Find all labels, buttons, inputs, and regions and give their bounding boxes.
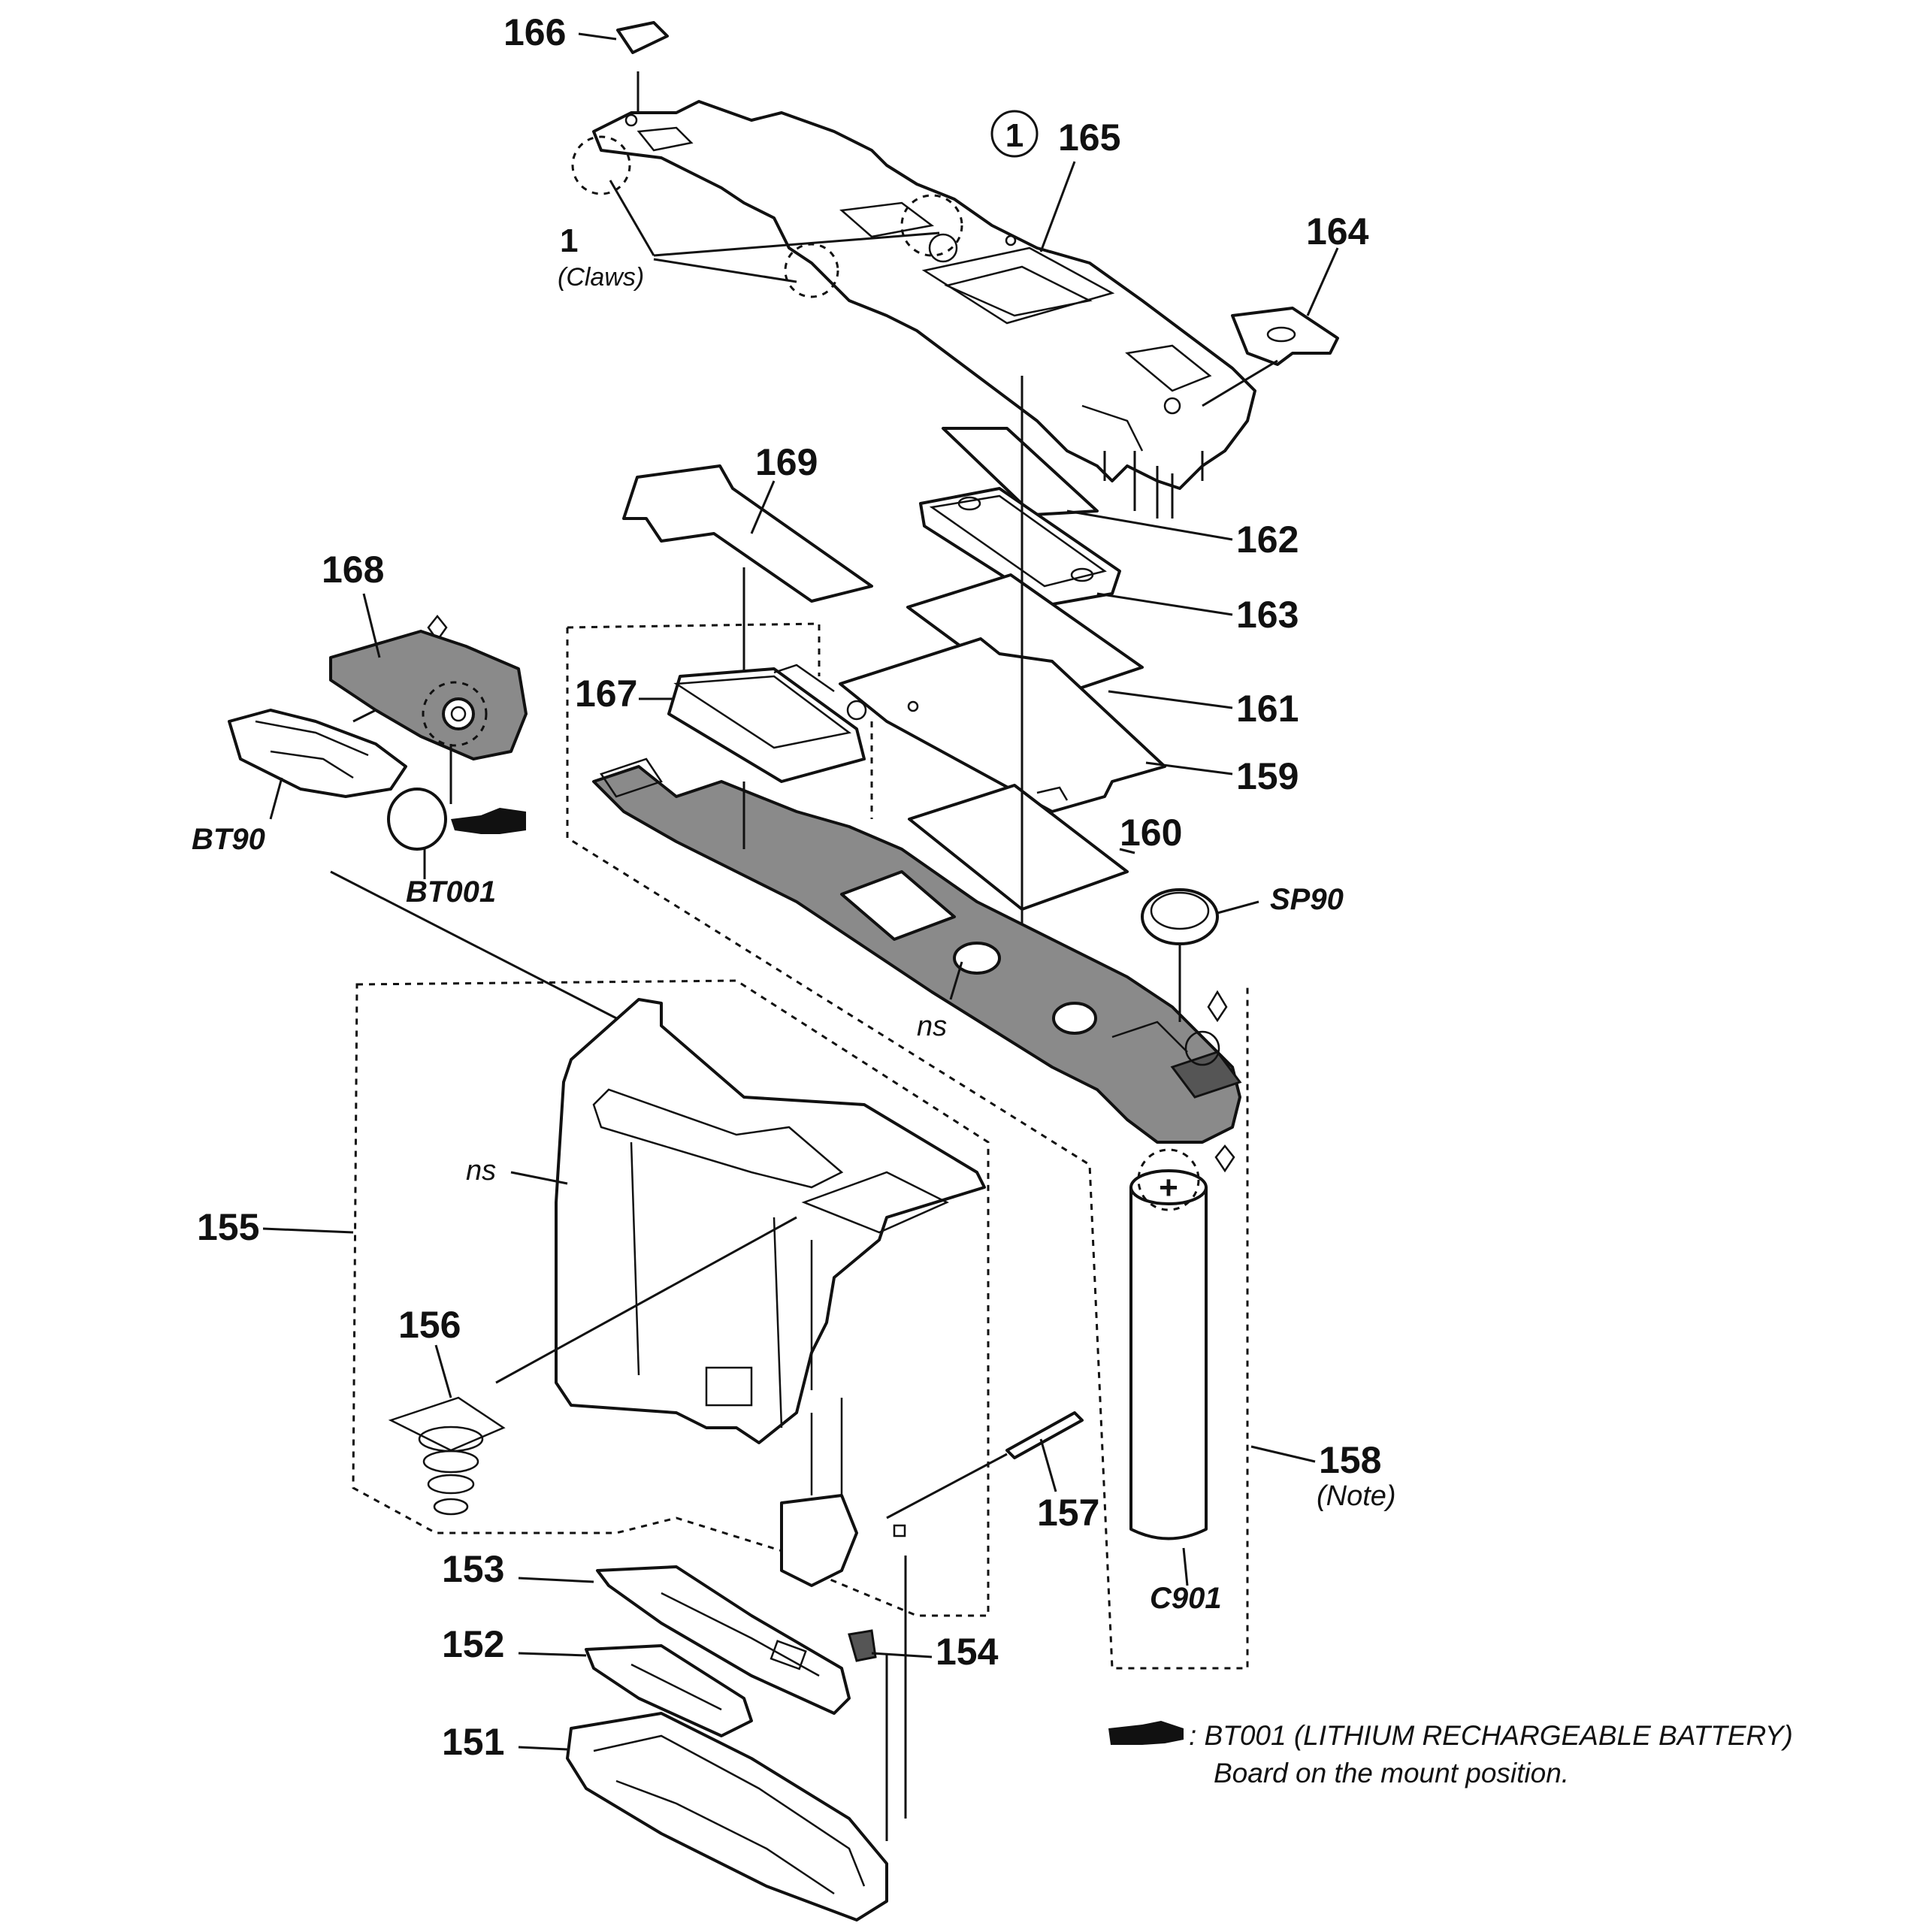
label-c901: C901 [1150,1582,1222,1615]
label-bt001: BT001 [406,875,496,909]
legend-line-1: : BT001 (LITHIUM RECHARGEABLE BATTERY) [1189,1720,1793,1751]
pointing-hand-icon [1108,1721,1184,1745]
callout-162: 162 [1236,519,1299,561]
callout-157: 157 [1037,1492,1099,1534]
svg-text:+: + [1159,1169,1178,1206]
callout-169: 169 [755,441,818,483]
callout-160: 160 [1120,812,1182,854]
callout-152: 152 [442,1623,504,1665]
part-162-sheet [942,427,1233,541]
label-ns-frame: ns [466,1155,496,1187]
callout-158: 158 [1319,1439,1381,1481]
callout-156: 156 [398,1304,461,1346]
part-156-spring [388,1344,506,1516]
part-c901-capacitor: + [1129,1148,1208,1586]
part-167-connector [639,664,866,783]
part-153-bracket [518,1565,851,1715]
callout-163: 163 [1236,594,1299,636]
claws-leaders [609,180,940,283]
guide-line [330,870,624,1023]
part-155-frame [262,998,986,1587]
part-sp90-speaker [1141,888,1259,1022]
callout-164: 164 [1306,210,1369,252]
callout-151: 151 [442,1721,504,1763]
callout-161: 161 [1236,688,1299,730]
part-169-sheet [622,464,873,699]
claws-label: (Claws) [558,263,644,292]
part-164-bracket [1202,247,1339,407]
part-159-shield [839,637,1233,813]
label-sp90: SP90 [1270,883,1344,916]
label-ns-board: ns [917,1011,947,1042]
ns-leader [949,961,963,1000]
part-154-spring [848,1629,933,1662]
callout-screw-ref: 1 [1005,117,1024,154]
legend: : BT001 (LITHIUM RECHARGEABLE BATTERY) B… [1108,1720,1793,1788]
callout-153: 153 [442,1548,504,1590]
callout-154: 154 [936,1631,999,1673]
note-158: (Note) [1317,1480,1396,1512]
pointing-hand-icon [451,808,526,834]
part-160-sheet [908,784,1135,911]
part-166-sheet [578,21,669,54]
legend-line-2: Board on the mount position. [1214,1758,1569,1788]
callout-167: 167 [575,673,637,715]
callout-168: 168 [322,549,384,591]
callout-claws-number: 1 [560,222,578,259]
callout-166: 166 [503,11,566,53]
part-157-pin [886,1411,1084,1519]
part-163-cover [919,487,1233,616]
part-152-plate [518,1644,753,1737]
callout-155: 155 [197,1206,259,1248]
part-165-top-chassis [571,71,1256,519]
part-151-bottom-cover [518,1712,888,1921]
diamond-marker-icon [1207,990,1228,1023]
screw-ref-circle [990,110,1039,158]
part-168-board [329,593,528,804]
callout-165: 165 [1058,116,1120,159]
part-bt90-holder [228,709,407,820]
callout-159: 159 [1236,755,1299,797]
label-bt90: BT90 [192,823,265,856]
diamond-marker-icon [1214,1144,1235,1173]
board-assembly-outline [566,622,1249,1670]
part-bt001-battery [387,788,526,879]
main-board [592,757,1242,1144]
